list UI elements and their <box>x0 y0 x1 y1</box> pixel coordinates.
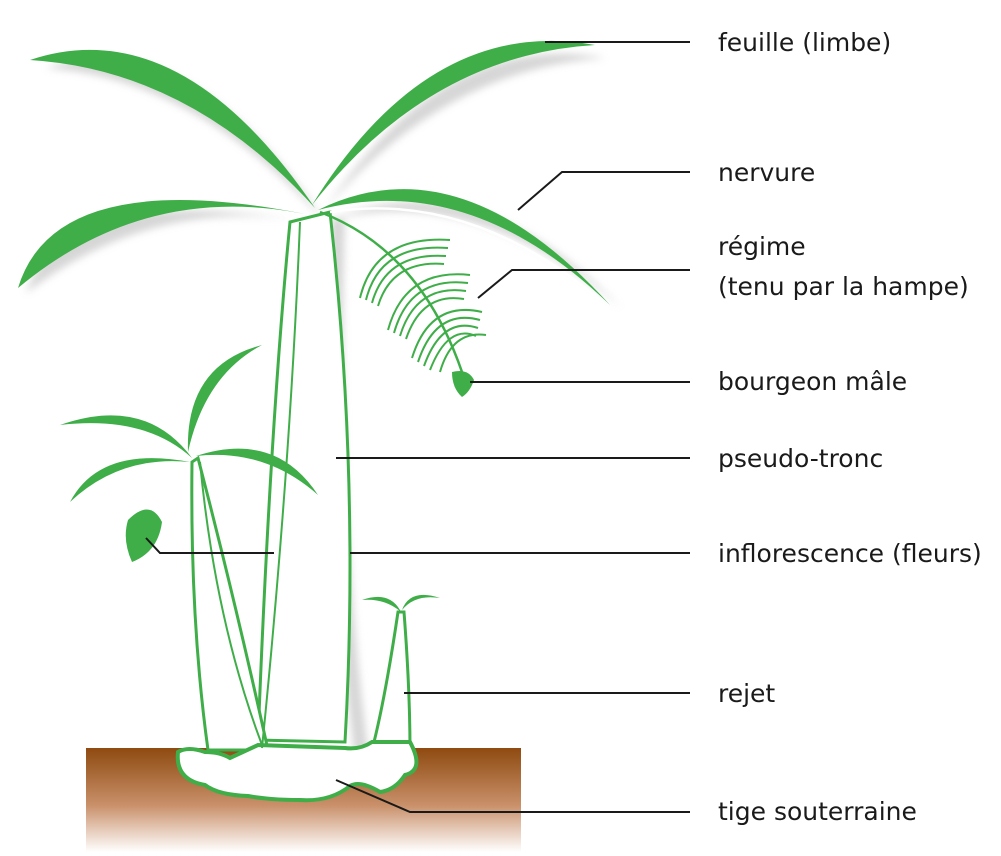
underground-stem <box>178 742 417 800</box>
label-inflorescence: inflorescence (fleurs) <box>718 539 982 569</box>
label-regime-line2: (tenu par la hampe) <box>718 272 969 302</box>
inflorescence-bud <box>126 509 162 562</box>
label-feuille: feuille (limbe) <box>718 28 891 58</box>
leaf-right <box>318 189 610 305</box>
leaf-sucker-2 <box>402 595 440 610</box>
male-bud <box>452 371 474 397</box>
label-nervure: nervure <box>718 158 815 188</box>
label-tige: tige souterraine <box>718 797 917 827</box>
sucker-trunk <box>372 612 410 750</box>
leaf-sucker-1 <box>362 597 401 612</box>
leaf-top-left <box>30 50 315 208</box>
label-regime-line1: régime <box>718 232 806 262</box>
pseudo-trunk <box>258 212 350 742</box>
leaf-small-1 <box>60 415 192 458</box>
label-bourgeon: bourgeon mâle <box>718 367 907 397</box>
leaf-left <box>18 200 305 288</box>
label-pseudo-tronc: pseudo-tronc <box>718 444 883 474</box>
leader-nervure <box>518 172 690 210</box>
leaf-small-2 <box>188 345 262 452</box>
leaf-small-3 <box>70 458 190 502</box>
small-plant-trunk <box>192 458 268 750</box>
label-rejet: rejet <box>718 679 775 709</box>
banana-bunch <box>360 240 486 372</box>
